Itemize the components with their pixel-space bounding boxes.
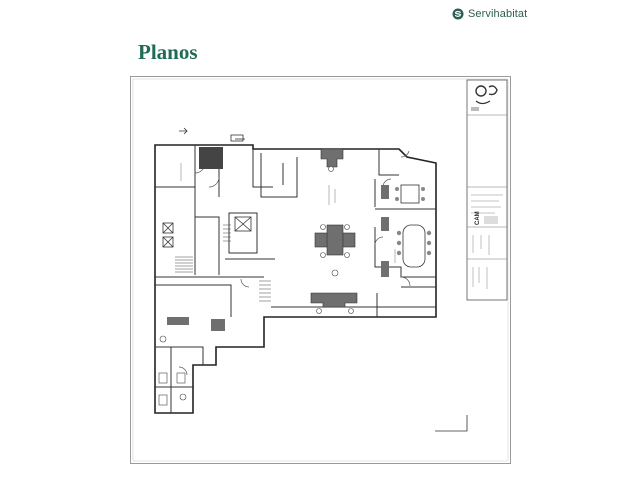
service-shaft xyxy=(199,147,223,169)
elevators xyxy=(162,216,252,248)
title-block: CAM xyxy=(466,79,508,301)
corner-mark xyxy=(435,415,468,432)
small-meeting-table xyxy=(395,184,425,204)
building-walls xyxy=(154,144,437,414)
floor-plan-drawing: CAM xyxy=(132,78,509,462)
title-block-logo-icon xyxy=(475,85,498,105)
office-desks xyxy=(167,185,389,331)
brand-name: Servihabitat xyxy=(468,8,528,20)
plan-annotations xyxy=(180,163,396,263)
page-title: Planos xyxy=(138,40,198,64)
entrance-markers xyxy=(179,127,245,142)
floor-plan-sheet: CAM xyxy=(130,76,511,464)
brand: Servihabitat xyxy=(452,8,527,20)
servihabitat-logo-icon xyxy=(452,8,464,20)
restrooms xyxy=(158,335,187,406)
meeting-room-table xyxy=(396,224,432,268)
stairs xyxy=(175,224,271,302)
interior-walls xyxy=(155,145,436,413)
chairs xyxy=(316,166,354,314)
workstations xyxy=(310,148,358,308)
title-block-company: CAM xyxy=(475,211,481,225)
